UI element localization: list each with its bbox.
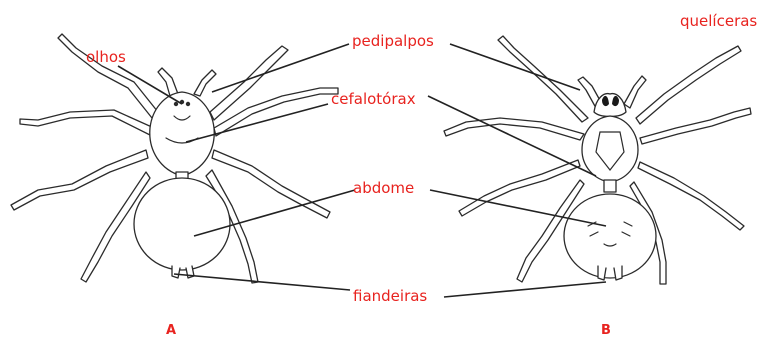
label-fiandeiras: fiandeiras [353,287,427,305]
captions: A B [166,323,611,338]
spider-b-pedipalp-right [624,76,646,108]
spider-b-leg-r2 [640,108,751,144]
spider-a-leg-l2 [20,110,154,135]
label-pedipalpos: pedipalpos [352,32,434,50]
spider-a-cephalothorax [150,92,214,176]
spider-b-leg-r1 [636,46,741,124]
spider-b-cephalothorax [582,116,638,182]
spider-b-ventral [444,36,751,284]
label-cefalotorax: cefalotórax [331,90,416,108]
spider-b-leg-l1 [498,36,588,122]
leader-fiandeiras-b [444,282,606,297]
caption-b: B [601,323,611,338]
spider-a-abdomen [134,178,230,270]
leader-fiandeiras-a [174,274,350,290]
label-abdome: abdome [353,179,414,197]
spider-a-leg-l1 [58,34,158,118]
spider-b-abdomen [564,194,656,278]
spider-a-dorsal [11,34,338,283]
label-olhos: olhos [86,48,126,66]
caption-a: A [166,323,176,338]
label-queliceras: quelíceras [680,12,757,30]
spider-b-pedicel [604,180,616,192]
